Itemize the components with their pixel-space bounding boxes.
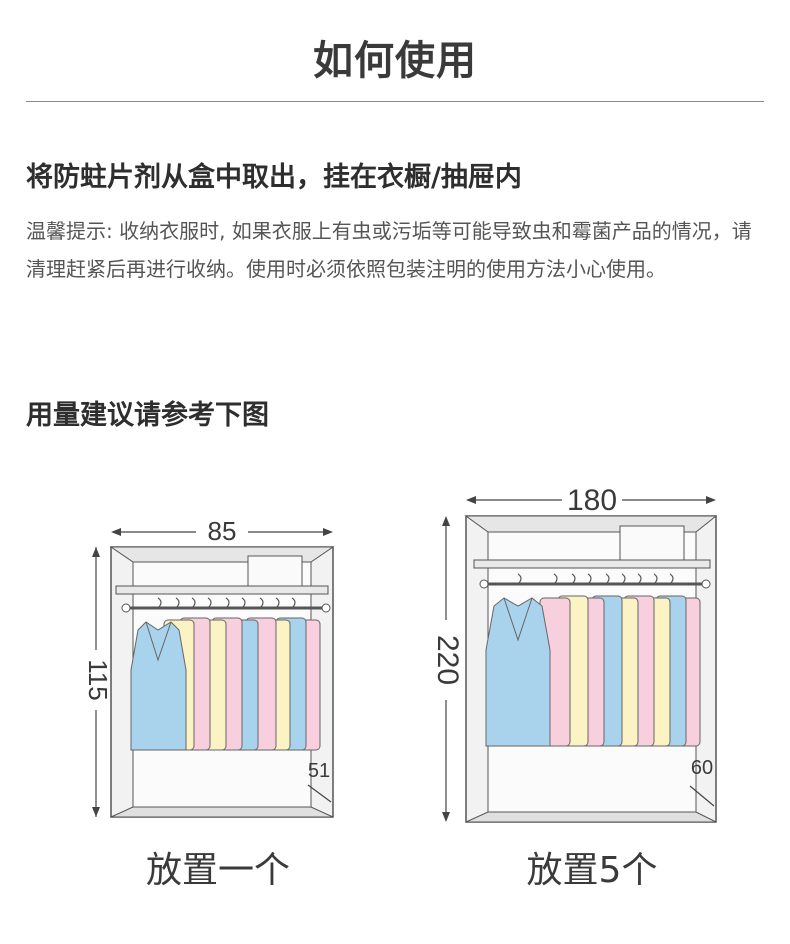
arrow-up-icon [442, 516, 450, 526]
wardrobe-diagram-large: 180 220 60 [431, 484, 718, 823]
coat-blue [485, 597, 551, 747]
depth-label: 51 [308, 760, 330, 782]
coat-blue [130, 621, 187, 751]
rod-end-left [121, 603, 131, 613]
arrow-right-icon [706, 496, 716, 504]
wardrobe-diagram-small: 85 115 51 [83, 516, 335, 818]
title-divider [26, 101, 764, 102]
depth-dimension-line [307, 784, 332, 803]
page-title: 如何使用 [313, 38, 477, 84]
rod-end-right [321, 603, 331, 613]
shelf [115, 585, 329, 595]
arrow-right-icon [323, 528, 333, 536]
storage-box [619, 525, 685, 561]
shelf [473, 559, 711, 569]
caption-small: 放置一个 [145, 850, 290, 891]
instruction-heading: 将防蛀片剂从盒中取出，挂在衣橱/抽屉内 [26, 162, 522, 193]
height-label: 115 [83, 659, 113, 700]
width-label: 180 [567, 484, 617, 517]
depth-dimension-line [689, 785, 715, 807]
rod-end-left [479, 579, 489, 589]
arrow-down-icon [92, 807, 100, 817]
height-label: 220 [431, 635, 464, 685]
cabinet-floor [465, 811, 717, 823]
dosage-heading: 用量建议请参考下图 [26, 400, 269, 431]
arrow-left-icon [466, 496, 476, 504]
hangers [517, 573, 674, 585]
arrow-down-icon [442, 812, 450, 822]
rod-end-right [701, 579, 711, 589]
arrow-left-icon [111, 528, 121, 536]
caption-large: 放置5个 [526, 850, 658, 891]
width-label: 85 [208, 516, 237, 546]
coat-collar [503, 597, 533, 642]
tip-text: 温馨提示: 收纳衣服时, 如果衣服上有虫或污垢等可能导致虫和霉菌产品的情况，请清… [26, 219, 752, 281]
storage-box [247, 555, 303, 587]
coat-collar [145, 621, 172, 662]
hangers [157, 597, 296, 609]
cabinet-floor [110, 806, 334, 818]
depth-label: 60 [691, 757, 713, 779]
arrow-up-icon [92, 547, 100, 557]
